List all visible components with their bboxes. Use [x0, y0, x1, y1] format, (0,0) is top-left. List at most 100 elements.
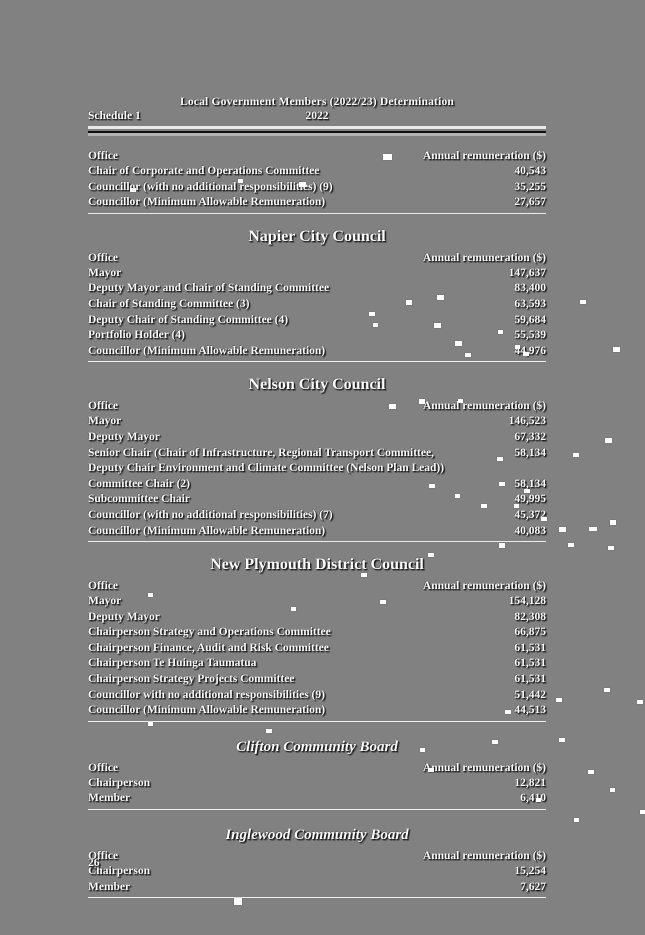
office-cell: Councillor (Minimum Allowable Remunerati… — [88, 344, 326, 357]
noise-artifact — [568, 543, 574, 547]
noise-artifact — [608, 546, 614, 550]
office-cell: Mayor — [88, 595, 122, 608]
office-cell: Subcommittee Chair — [88, 493, 190, 506]
office-cell: Deputy Chair of Standing Committee (4) — [88, 313, 289, 326]
noise-artifact — [573, 453, 579, 457]
table-header-remuneration: Annual remuneration ($) — [422, 850, 546, 863]
office-cell: Mayor — [88, 415, 122, 428]
table-row: Chairperson Strategy and Operations Comm… — [88, 625, 546, 641]
table-row: Deputy Chair of Standing Committee (4)59… — [88, 313, 546, 329]
section-title: New Plymouth District Council — [210, 556, 424, 574]
amount-cell: 45,372 — [514, 508, 546, 521]
amount-cell: 40,543 — [514, 165, 546, 177]
table-header-remuneration: Annual remuneration ($) — [422, 251, 546, 264]
office-cell: Deputy Mayor — [88, 430, 160, 443]
table-row: Portfolio Holder (4)55,539 — [88, 328, 546, 344]
table-row: Councillor (Minimum Allowable Remunerati… — [88, 524, 546, 540]
table-header-office: Office — [88, 850, 119, 863]
noise-artifact — [148, 593, 153, 597]
office-cell: Chairperson Strategy Projects Committee — [88, 673, 295, 686]
noise-artifact — [130, 188, 136, 192]
table-bottom-rule — [88, 541, 546, 543]
noise-artifact — [556, 698, 562, 702]
noise-artifact — [361, 573, 367, 577]
table-row: Councillor (with no additional responsib… — [88, 508, 546, 524]
table-row: Chair of Standing Committee (3)63,593 — [88, 297, 546, 313]
office-cell: Chair of Corporate and Operations Commit… — [88, 165, 320, 177]
page-content: Local Government Members (2022/23) Deter… — [88, 0, 546, 899]
amount-cell: 83,400 — [514, 282, 546, 295]
noise-artifact — [428, 768, 434, 772]
amount-cell: 15,254 — [514, 865, 546, 878]
noise-artifact — [498, 330, 503, 334]
amount-cell: 61,531 — [514, 673, 546, 686]
table-row: Chairperson Strategy Projects Committee 6… — [88, 672, 546, 688]
noise-artifact — [369, 312, 375, 316]
amount-cell: 44,976 — [514, 344, 546, 357]
noise-artifact — [455, 341, 462, 346]
office-cell: Mayor — [88, 266, 122, 279]
noise-artifact — [429, 484, 435, 488]
table-row: Deputy Mayor and Chair of Standing Commi… — [88, 281, 546, 297]
table-row: Councillor with no additional responsibi… — [88, 688, 546, 704]
noise-artifact — [610, 788, 615, 792]
office-cell: Deputy Mayor and Chair of Standing Commi… — [88, 282, 330, 295]
noise-artifact — [380, 600, 386, 604]
amount-cell: 58,134 — [514, 477, 546, 490]
noise-artifact — [524, 489, 530, 493]
amount-cell: 44,513 — [514, 704, 546, 717]
noise-artifact — [515, 345, 520, 349]
amount-cell: 146,523 — [508, 415, 546, 428]
amount-cell: 49,995 — [514, 493, 546, 506]
amount-cell: 66,875 — [514, 626, 546, 639]
noise-artifact — [389, 404, 396, 409]
amount-cell: 154,128 — [508, 595, 546, 608]
table-row: Councillor (Minimum Allowable Remunerati… — [88, 344, 546, 360]
noise-artifact — [514, 504, 519, 508]
table-row: Mayor 154,128 — [88, 594, 546, 610]
noise-artifact — [499, 482, 505, 486]
office-cell: Councillor (with no additional responsib… — [88, 180, 333, 193]
table-header-remuneration: Annual remuneration ($) — [422, 150, 546, 162]
office-cell: Committee Chair (2) — [88, 477, 190, 490]
office-cell: Chairperson — [88, 776, 150, 789]
noise-artifact — [428, 553, 434, 557]
noise-artifact — [588, 770, 594, 774]
section-title: Inglewood Community Board — [225, 827, 409, 844]
amount-cell: 12,821 — [514, 776, 546, 789]
amount-cell: 40,083 — [514, 524, 546, 537]
noise-artifact — [481, 504, 487, 508]
office-cell: Chairperson Finance, Audit and Risk Comm… — [88, 641, 329, 654]
noise-artifact — [266, 729, 272, 733]
table-row: Chair of Corporate and Operations Commit… — [88, 164, 546, 180]
noise-artifact — [559, 738, 565, 742]
noise-artifact — [465, 353, 471, 357]
noise-artifact — [406, 300, 412, 305]
table-header-office: Office — [88, 580, 119, 593]
header-subrow: Schedule 1 2022 — [88, 110, 546, 123]
noise-artifact — [373, 323, 378, 327]
amount-cell: 63,593 — [514, 297, 546, 310]
amount-cell: 82,308 — [514, 610, 546, 623]
office-cell: Member — [88, 880, 131, 893]
header-rule — [88, 126, 546, 133]
section-title: Napier City Council — [248, 227, 386, 245]
noise-artifact — [536, 798, 541, 802]
amount-cell: 7,627 — [520, 880, 546, 893]
section-title: Nelson City Council — [248, 376, 386, 394]
amount-cell: 61,531 — [514, 641, 546, 654]
noise-artifact — [613, 347, 620, 352]
office-cell: Chairperson Te Huinga Taumatua — [88, 657, 257, 670]
noise-artifact — [580, 300, 586, 304]
office-cell: Councillor (Minimum Allowable Remunerati… — [88, 704, 326, 717]
